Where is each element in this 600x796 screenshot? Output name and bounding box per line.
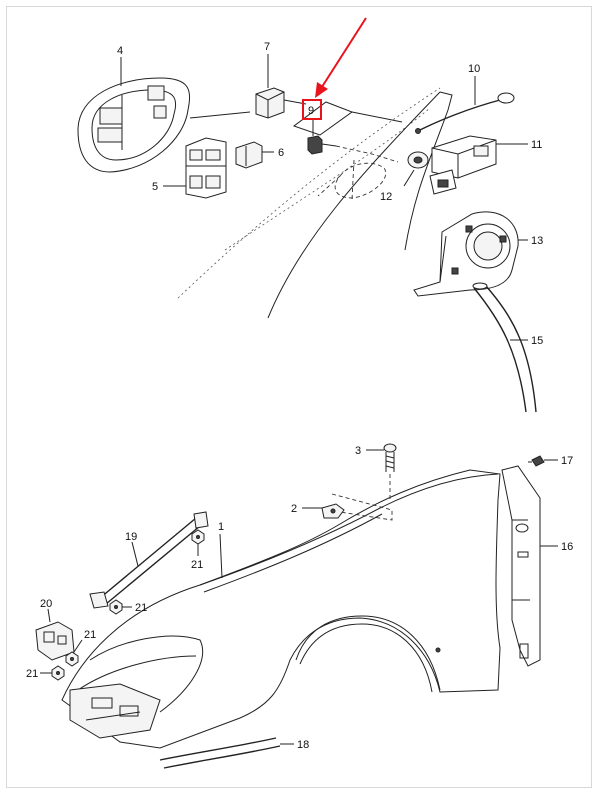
highlight-callout-9: 9	[302, 99, 322, 120]
part-15-drain-hose[interactable]	[472, 282, 537, 413]
callout-13: 13	[531, 235, 543, 247]
part-21-nut[interactable]	[65, 651, 79, 667]
callout-21: 21	[84, 629, 96, 641]
part-20-hinge-bracket[interactable]	[35, 621, 75, 661]
leader-19	[131, 541, 139, 567]
part-16-fender-bracket[interactable]	[501, 465, 541, 667]
part-5-switch-block[interactable]	[185, 137, 227, 199]
red-arrow-icon	[315, 17, 367, 98]
callout-17: 17	[561, 455, 573, 467]
assembly-dashed-line	[331, 493, 393, 521]
callout-20: 20	[40, 598, 52, 610]
part-10-release-cable[interactable]	[415, 92, 515, 134]
part-2-nut-plate[interactable]	[321, 503, 345, 519]
part-6-clip[interactable]	[235, 141, 263, 169]
callout-18: 18	[297, 739, 309, 751]
part-3-bolt[interactable]	[383, 443, 397, 472]
part-4-cover-plate[interactable]	[77, 77, 191, 173]
part-21-nut[interactable]	[191, 529, 205, 545]
assembly-dashed-line	[335, 145, 399, 163]
part-9-clip[interactable]	[307, 135, 337, 155]
assembly-line	[189, 111, 251, 119]
callout-7: 7	[264, 41, 270, 53]
callout-16: 16	[561, 541, 573, 553]
callout-9: 9	[308, 105, 314, 117]
callout-15: 15	[531, 335, 543, 347]
part-7-cap[interactable]	[255, 87, 285, 119]
part-17-screw[interactable]	[528, 455, 545, 467]
callout-6: 6	[278, 147, 284, 159]
leader-1	[219, 533, 223, 579]
part-13-filler-housing[interactable]	[413, 211, 519, 297]
leader-12	[403, 169, 415, 187]
part-1-front-fender[interactable]	[61, 469, 501, 749]
part-21-nut[interactable]	[109, 599, 123, 615]
callout-21: 21	[135, 602, 147, 614]
callout-21: 21	[26, 668, 38, 680]
callout-4: 4	[117, 45, 123, 57]
callout-19: 19	[125, 531, 137, 543]
image-frame	[6, 6, 592, 788]
body-outline-line	[177, 87, 441, 299]
callout-1: 1	[218, 521, 224, 533]
callout-21: 21	[191, 559, 203, 571]
leader-21	[73, 639, 83, 653]
part-12-grommet[interactable]	[407, 151, 429, 169]
part-19-support-strut[interactable]	[89, 511, 209, 609]
part-21-nut[interactable]	[51, 665, 65, 681]
callout-11: 11	[531, 139, 542, 151]
assembly-line	[351, 111, 403, 123]
part-18-trim-strip[interactable]	[159, 737, 281, 769]
callout-3: 3	[355, 445, 361, 457]
body-outline-line	[267, 91, 441, 319]
callout-12: 12	[380, 191, 392, 203]
leader-20	[47, 608, 51, 623]
part-11-actuator[interactable]	[429, 135, 497, 195]
assembly-dashed-outline	[334, 162, 387, 199]
highlight-box	[302, 99, 322, 120]
callout-10: 10	[468, 63, 480, 75]
callout-5: 5	[152, 181, 158, 193]
callout-2: 2	[291, 503, 297, 515]
assembly-dashed-line	[317, 175, 341, 197]
body-outline-line	[404, 91, 453, 251]
